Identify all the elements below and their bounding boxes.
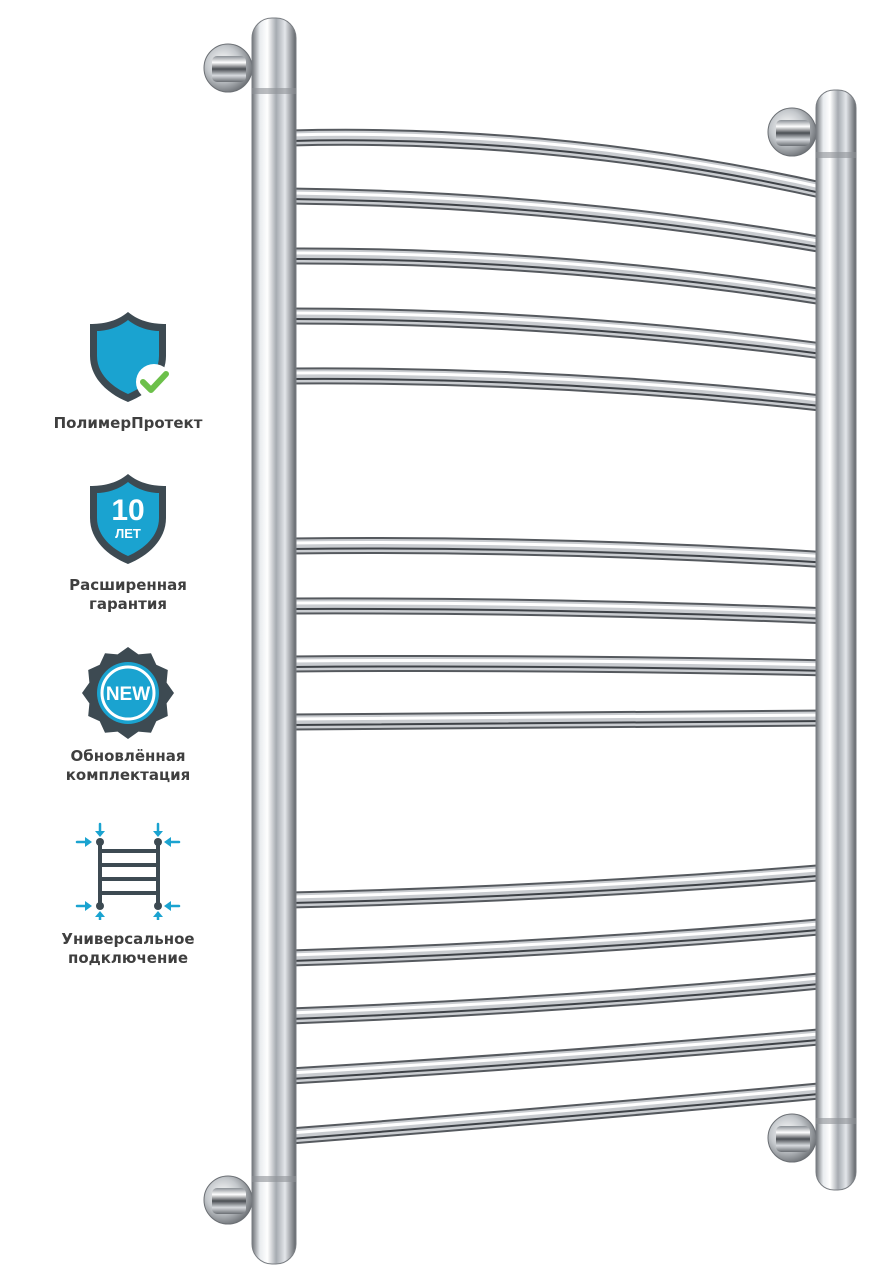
crossbar-body [283,1083,837,1143]
crossbar-body [283,249,837,305]
new-badge-text: NEW [106,684,150,705]
crossbar-highlight [288,1085,832,1135]
crossbar-highlight [288,1031,832,1075]
crossbar-body [283,189,837,253]
crossbar-body [283,599,837,623]
shield-check-icon [90,312,172,402]
warranty-unit: ЛЕТ [115,526,141,541]
crossbar-shadow [289,198,831,250]
feature-label: ПолимерПротект [53,414,203,432]
crossbar-shadow [289,318,831,356]
wall-mount [203,43,817,1225]
crossbar-highlight [288,541,832,559]
crossbar-body [283,973,837,1023]
crossbar-body [283,657,837,675]
crossbars [281,128,839,1145]
towel-rail-image [203,17,857,1265]
crossbar-highlight [288,975,832,1015]
crossbar-highlight [288,311,832,351]
crossbar-shadow [289,547,831,564]
crossbar-body [283,309,837,359]
crossbar-body [283,711,837,729]
crossbar-shadow [289,982,831,1020]
feature-list: ПолимерПротект 10 ЛЕТ Расширенная гарант… [28,0,228,1280]
feature-label: Универсальное подключение [61,930,195,967]
crossbar-highlight [288,371,832,403]
crossbar-highlight [288,713,832,721]
shield-warranty-icon: 10 ЛЕТ [90,474,166,564]
crossbar-highlight [288,601,832,615]
crossbar-shadow [289,139,831,196]
crossbar-shadow [289,928,831,962]
crossbar-shadow [289,377,831,408]
crossbar-highlight [288,921,832,957]
crossbar-highlight [288,191,832,245]
warranty-number: 10 [111,494,144,527]
crossbar-highlight [288,132,832,191]
ladder-connection-icon [75,822,181,920]
crossbar-highlight [288,659,832,667]
crossbar-shadow [289,1038,831,1080]
feature-label: Расширенная гарантия [69,576,187,613]
crossbar-shadow [289,720,831,726]
feature-new-kit: NEW Обновлённая комплектация [28,645,228,785]
crossbar-body [283,539,837,567]
crossbar-shadow [289,1092,831,1140]
crossbar-shadow [289,874,831,904]
feature-warranty: 10 ЛЕТ Расширенная гарантия [28,470,228,614]
new-badge-icon: NEW [82,647,174,739]
crossbar-body [283,919,837,965]
crossbar-shadow [289,665,831,672]
crossbar-highlight [288,251,832,297]
crossbar-body [283,369,837,411]
feature-universal-connection: Универсальное подключение [28,820,228,968]
vertical-posts [251,17,857,1265]
crossbar-body [283,130,837,199]
crossbar-shadow [289,257,831,302]
feature-polymer-protect: ПолимерПротект [28,308,228,433]
crossbar-body [283,1029,837,1083]
crossbar-body [283,865,837,907]
feature-label: Обновлённая комплектация [65,747,191,784]
crossbar-highlight [288,867,832,899]
crossbar-shadow [289,607,831,620]
